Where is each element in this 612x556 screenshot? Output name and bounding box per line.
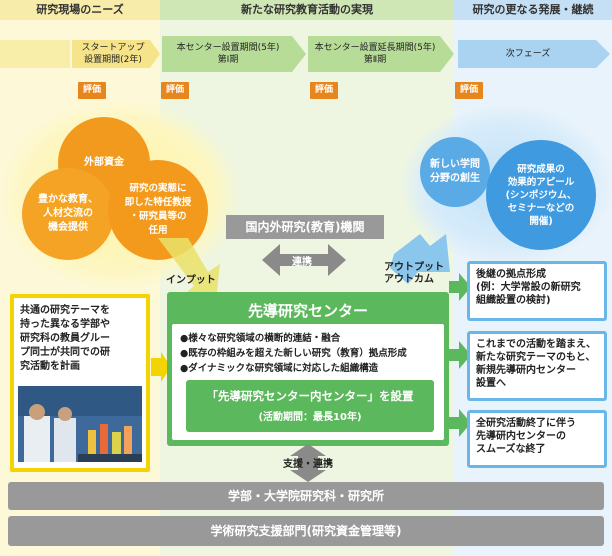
- timeline-arrows: [0, 36, 610, 72]
- support-division-bar: 学術研究支援部門(研究資金管理等): [8, 516, 604, 546]
- timeline-arrow-needs: [0, 40, 70, 68]
- center-point-3: ●ダイナミックな研究領域に対応した組織構造: [180, 363, 379, 374]
- timeline-arrow-phase1: [162, 36, 306, 72]
- timeline-label-phase1: 本センター設置期間(5年) 第Ⅰ期: [176, 43, 280, 65]
- outcome-arrows: [449, 273, 471, 437]
- column-header-realization: 新たな研究教育活動の実現: [160, 0, 454, 20]
- bubble-new-field: 新しい学問 分野の創生: [420, 137, 490, 207]
- outcome-termination: 全研究活動終了に伴う 先導研内センターの スムーズな終了: [467, 410, 607, 468]
- inner-center-title: 「先導研究センター内センター」を設置: [206, 389, 414, 403]
- faculty-bar: 学部・大学院研究科・研究所: [8, 482, 604, 510]
- evaluation-badge-4: 評価: [455, 82, 483, 99]
- bubble-research-appeal: 研究成果の 効果的アピール (シンポジウム、 セミナーなどの 開催): [486, 140, 596, 250]
- plan-box: 共通の研究テーマを 持った異なる学部や 研究科の教員グルー プ同士が共同での研 …: [10, 294, 150, 472]
- timeline-label-phase2: 本センター設置延長期間(5年) 第Ⅱ期: [314, 43, 436, 65]
- bubble-education-exchange: 豊かな教育、 人材交流の 機会提供: [22, 168, 114, 260]
- plan-arrow: [151, 352, 171, 382]
- input-arrow: [158, 238, 220, 300]
- center-point-1: ●様々な研究領域の横断的連結・融合: [180, 333, 341, 344]
- timeline-arrow-startup: [72, 40, 160, 68]
- timeline-arrow-phase2: [308, 36, 454, 72]
- column-header-development: 研究の更なる発展・継続: [454, 0, 612, 20]
- outcome-successor: 後継の拠点形成 (例：大学常設の新研究 組織設置の検討): [467, 261, 607, 321]
- lab-photo: [18, 386, 142, 462]
- support-label: 支援・連携: [283, 459, 333, 470]
- evaluation-badge-3: 評価: [310, 82, 338, 99]
- inner-center-box: 「先導研究センター内センター」を設置 (活動期間：最長10年): [186, 380, 434, 432]
- support-arrow: [290, 444, 326, 482]
- evaluation-badge-1: 評価: [78, 82, 106, 99]
- timeline-label-startup: スタートアップ 設置期間(2年): [81, 43, 145, 65]
- evaluation-badge-2: 評価: [161, 82, 189, 99]
- timeline-arrow-next: [458, 40, 610, 68]
- link-label: 連携: [292, 257, 312, 268]
- outcome-new-center: これまでの活動を踏まえ、 新たな研究テーマのもと、 新規先導研内センター 設置へ: [467, 331, 607, 401]
- center-point-2: ●既存の枠組みを超えた新しい研究（教育）拠点形成: [180, 348, 407, 359]
- inner-center-sub: (活動期間：最長10年): [258, 412, 362, 423]
- external-org-box: 国内外研究(教育)機関: [226, 215, 384, 239]
- output-label: アウトプット アウトカム: [384, 262, 444, 285]
- column-header-needs: 研究現場のニーズ: [0, 0, 160, 20]
- plan-text: 共通の研究テーマを 持った異なる学部や 研究科の教員グルー プ同士が共同での研 …: [20, 305, 110, 372]
- link-arrow: [262, 244, 346, 276]
- output-arrow: [390, 234, 450, 284]
- center-title: 先導研究センター: [247, 302, 368, 320]
- input-label: インプット: [166, 275, 216, 286]
- timeline-label-next: 次フェーズ: [505, 49, 551, 59]
- bubble-appointment: 研究の実態に 即した特任教授 ・研究員等の 任用: [108, 160, 208, 260]
